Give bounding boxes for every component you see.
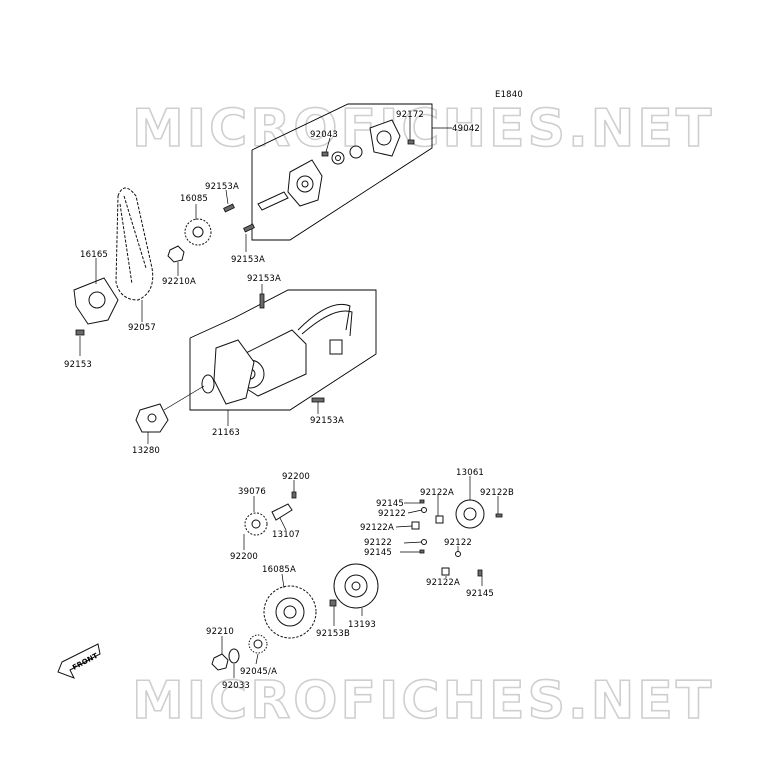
label-92210a: 92210A bbox=[162, 277, 196, 287]
label-92122a-1: 92122A bbox=[420, 488, 454, 498]
drive-chain-92057 bbox=[115, 187, 154, 301]
roller-92122a-a bbox=[435, 515, 444, 524]
roller-92122-b bbox=[421, 539, 427, 545]
starter-frame bbox=[189, 289, 377, 411]
label-39076: 39076 bbox=[238, 487, 266, 497]
roller-92122a-b bbox=[411, 521, 420, 530]
roller-92122-a bbox=[421, 507, 427, 513]
label-92057: 92057 bbox=[128, 323, 156, 333]
label-92122-3: 92122 bbox=[444, 538, 472, 548]
label-92200-2: 92200 bbox=[230, 552, 258, 562]
label-92045a: 92045/A bbox=[240, 667, 277, 677]
washer-92033 bbox=[228, 648, 240, 664]
bolt-92153a-mid bbox=[243, 223, 255, 233]
label-92122b: 92122B bbox=[480, 488, 514, 498]
part-labels: 92172 49042 92043 92153A 16085 92153A 16… bbox=[64, 110, 514, 691]
screw-92172 bbox=[407, 139, 415, 145]
label-49042: 49042 bbox=[452, 124, 480, 134]
label-92145-3: 92145 bbox=[466, 589, 494, 599]
sprocket-16085 bbox=[184, 218, 212, 246]
label-21163: 21163 bbox=[212, 428, 240, 438]
label-92145-1: 92145 bbox=[376, 499, 404, 509]
spring-92145-b bbox=[419, 549, 425, 554]
label-92033: 92033 bbox=[222, 681, 250, 691]
pump-body bbox=[287, 159, 323, 207]
label-92122a-2: 92122A bbox=[360, 523, 394, 533]
pin-92043 bbox=[321, 151, 329, 157]
watermark-bottom: MICROFICHES.NET bbox=[132, 671, 714, 731]
pump-frame bbox=[251, 103, 433, 241]
pump-shaft bbox=[257, 191, 289, 211]
starter-terminal bbox=[329, 339, 343, 355]
label-13061: 13061 bbox=[456, 468, 484, 478]
label-16085a: 16085A bbox=[262, 565, 296, 575]
clutch-13061 bbox=[455, 499, 485, 529]
label-92172: 92172 bbox=[396, 110, 424, 120]
roller-92122a-c bbox=[441, 567, 450, 576]
front-arrow-icon: FRONT bbox=[57, 643, 101, 679]
bolt-92153 bbox=[75, 329, 85, 336]
bearing-92045 bbox=[248, 634, 268, 654]
chain-guide-16165 bbox=[73, 277, 119, 325]
watermark-top: MICROFICHES.NET bbox=[132, 99, 714, 159]
label-92122a-3: 92122A bbox=[426, 578, 460, 588]
joint-13280 bbox=[135, 403, 169, 433]
label-92145-2: 92145 bbox=[364, 548, 392, 558]
label-13107: 13107 bbox=[272, 530, 300, 540]
nut-92210a bbox=[167, 245, 185, 263]
bolt-92153a-upper bbox=[223, 203, 235, 213]
label-16165: 16165 bbox=[80, 250, 108, 260]
bolt-92153a-top bbox=[259, 293, 265, 309]
spring-92145-a bbox=[419, 499, 425, 504]
label-92122-2: 92122 bbox=[364, 538, 392, 548]
idle-gear-39076 bbox=[244, 512, 268, 536]
label-92153a-4: 92153A bbox=[310, 416, 344, 426]
label-92200-1: 92200 bbox=[282, 472, 310, 482]
roller-92122-c bbox=[455, 551, 461, 557]
nut-92210 bbox=[211, 653, 229, 671]
label-92153a-1: 92153A bbox=[205, 182, 239, 192]
shaft-13107 bbox=[271, 503, 293, 521]
bolt-92153a-bottom bbox=[311, 397, 325, 403]
label-92153: 92153 bbox=[64, 360, 92, 370]
label-92153a-3: 92153A bbox=[247, 274, 281, 284]
label-92122-1: 92122 bbox=[378, 509, 406, 519]
label-92153b: 92153B bbox=[316, 629, 350, 639]
washer-92200 bbox=[291, 491, 297, 499]
diagram-code: E1840 bbox=[495, 90, 523, 100]
rotor-ring bbox=[335, 155, 341, 161]
label-13280: 13280 bbox=[132, 446, 160, 456]
spring-92145-c bbox=[477, 569, 483, 577]
leader-lines bbox=[79, 116, 499, 678]
o-ring bbox=[201, 374, 215, 394]
label-13193: 13193 bbox=[348, 620, 376, 630]
upper-pump-group bbox=[223, 103, 433, 241]
pump-cover-49042 bbox=[369, 119, 401, 157]
starter-motor-group bbox=[189, 289, 377, 411]
clutch-gear-16085a bbox=[263, 585, 317, 639]
label-92210: 92210 bbox=[206, 627, 234, 637]
label-16085: 16085 bbox=[180, 194, 208, 204]
rotor-outer bbox=[349, 145, 363, 159]
clutch-13193 bbox=[333, 563, 379, 609]
starter-motor-21163 bbox=[213, 329, 307, 405]
bolt-92153b bbox=[329, 599, 337, 607]
label-92153a-2: 92153A bbox=[231, 255, 265, 265]
starter-cable bbox=[297, 304, 353, 337]
label-92043: 92043 bbox=[310, 130, 338, 140]
pin-92122b bbox=[495, 513, 503, 518]
